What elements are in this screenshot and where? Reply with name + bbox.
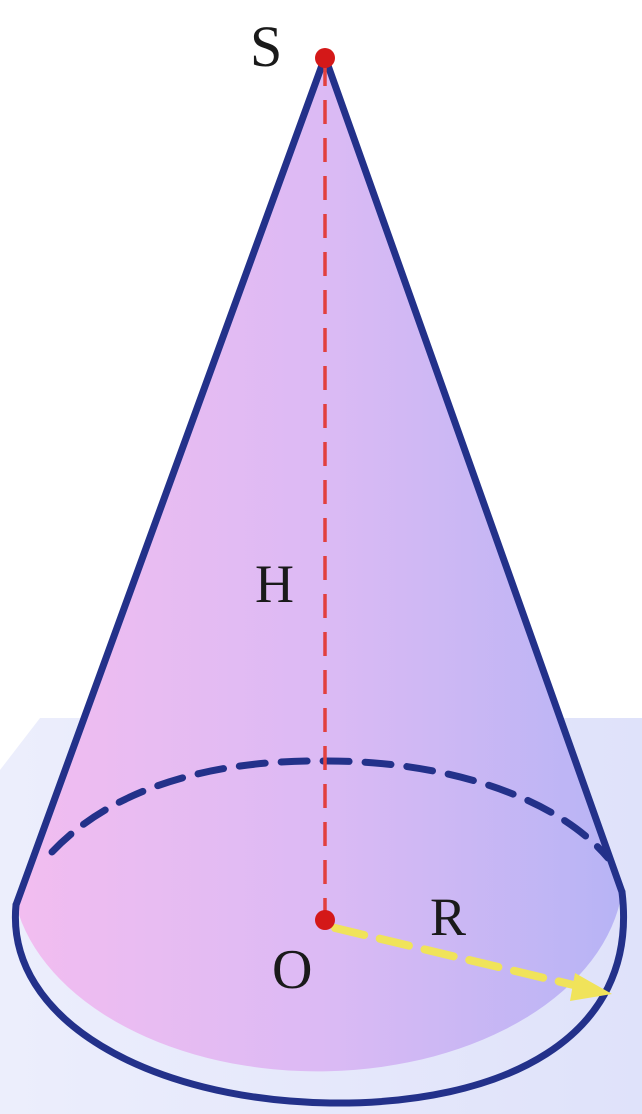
apex-point [315, 48, 335, 68]
base-front-edge [11, 888, 627, 1107]
apex-label: S [250, 14, 282, 79]
slant-edge-right [321, 53, 626, 896]
center-label: O [272, 939, 312, 1001]
height-label: H [255, 554, 294, 614]
base-back-edge-dashed [48, 757, 612, 862]
center-point [315, 910, 335, 930]
radius-arrow [331, 924, 612, 1001]
slant-edge-left [12, 53, 329, 909]
radius-label: R [430, 887, 466, 947]
cone-surface [16, 57, 622, 1072]
